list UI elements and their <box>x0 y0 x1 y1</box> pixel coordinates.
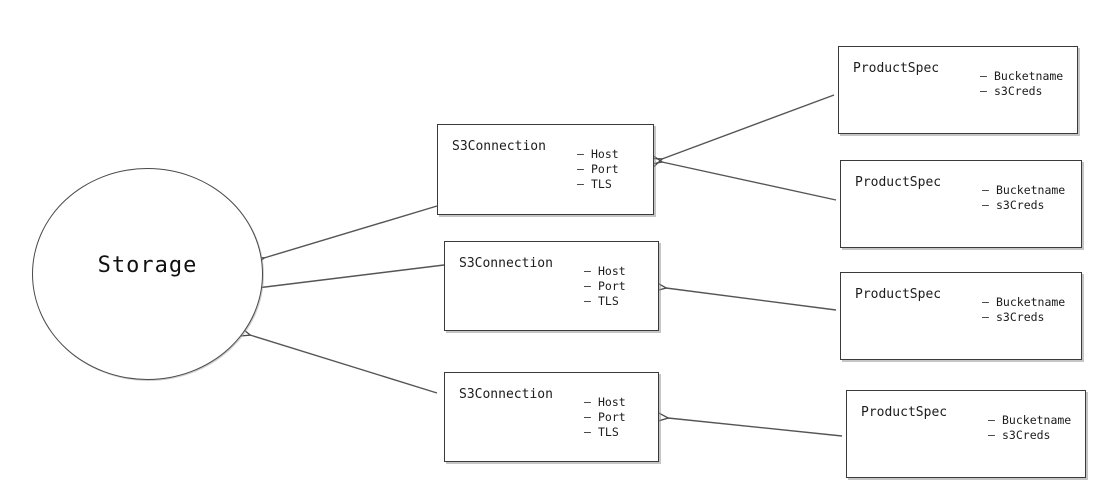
dash-glyph: – <box>982 310 989 324</box>
dash-glyph: – <box>577 162 584 176</box>
spec-2-fields: –Bucketname –s3Creds <box>982 183 1065 213</box>
node-connection-2[interactable]: S3Connection –Host –Port –TLS <box>444 241 659 331</box>
field-row: –s3Creds <box>982 310 1065 325</box>
edge-spec2-connection1 <box>662 162 837 201</box>
field-label: Bucketname <box>994 69 1064 83</box>
spec-4-title: ProductSpec <box>861 405 948 420</box>
field-row: –Bucketname <box>982 295 1065 310</box>
connection-2-title: S3Connection <box>459 256 553 271</box>
field-label: Port <box>591 162 619 176</box>
field-label: s3Creds <box>994 84 1043 98</box>
field-row: –s3Creds <box>982 198 1065 213</box>
dash-glyph: – <box>584 395 591 409</box>
field-label: Bucketname <box>996 295 1066 309</box>
field-label: Port <box>598 410 626 424</box>
dash-glyph: – <box>584 279 591 293</box>
connection-3-title: S3Connection <box>459 387 553 402</box>
field-label: TLS <box>598 425 619 439</box>
spec-3-fields: –Bucketname –s3Creds <box>982 295 1065 325</box>
dash-glyph: – <box>980 84 987 98</box>
edge-connection1-storage <box>264 205 438 258</box>
field-row: –Port <box>584 279 626 294</box>
field-row: –Bucketname <box>982 183 1065 198</box>
edge-spec1-connection1 <box>662 94 835 159</box>
field-row: –TLS <box>584 294 626 309</box>
field-row: –s3Creds <box>980 84 1063 99</box>
field-row: –TLS <box>584 425 626 440</box>
field-label: Bucketname <box>1002 413 1072 427</box>
node-storage[interactable]: Storage <box>32 168 263 380</box>
dash-glyph: – <box>982 295 989 309</box>
spec-4-fields: –Bucketname –s3Creds <box>988 413 1071 443</box>
field-label: Host <box>598 264 626 278</box>
edge-spec4-connection3 <box>668 418 843 437</box>
storage-label: Storage <box>97 253 198 278</box>
dash-glyph: – <box>577 177 584 191</box>
dash-glyph: – <box>584 294 591 308</box>
field-row: –Bucketname <box>980 69 1063 84</box>
dash-glyph: – <box>982 183 989 197</box>
field-label: s3Creds <box>1002 428 1051 442</box>
field-row: –Host <box>577 147 619 162</box>
field-row: –Port <box>584 410 626 425</box>
dash-glyph: – <box>577 147 584 161</box>
node-spec-2[interactable]: ProductSpec –Bucketname –s3Creds <box>840 160 1082 248</box>
spec-3-title: ProductSpec <box>855 287 942 302</box>
dash-glyph: – <box>584 264 591 278</box>
spec-1-fields: –Bucketname –s3Creds <box>980 69 1063 99</box>
node-spec-4[interactable]: ProductSpec –Bucketname –s3Creds <box>846 390 1086 478</box>
connection-1-title: S3Connection <box>452 139 546 154</box>
edge-connection2-storage <box>257 264 445 288</box>
field-label: Bucketname <box>996 183 1066 197</box>
field-label: TLS <box>598 294 619 308</box>
connection-2-fields: –Host –Port –TLS <box>584 264 626 309</box>
node-connection-3[interactable]: S3Connection –Host –Port –TLS <box>444 372 659 462</box>
field-label: Host <box>591 147 619 161</box>
field-row: –TLS <box>577 177 619 192</box>
field-label: s3Creds <box>996 198 1045 212</box>
field-row: –Port <box>577 162 619 177</box>
node-spec-3[interactable]: ProductSpec –Bucketname –s3Creds <box>840 272 1082 360</box>
dash-glyph: – <box>988 413 995 427</box>
spec-2-title: ProductSpec <box>855 175 942 190</box>
dash-glyph: – <box>584 425 591 439</box>
dash-glyph: – <box>982 198 989 212</box>
field-row: –Host <box>584 395 626 410</box>
dash-glyph: – <box>584 410 591 424</box>
field-label: Port <box>598 279 626 293</box>
edge-spec3-connection2 <box>666 288 837 311</box>
node-spec-1[interactable]: ProductSpec –Bucketname –s3Creds <box>838 46 1078 134</box>
field-label: s3Creds <box>996 310 1045 324</box>
dash-glyph: – <box>980 69 987 83</box>
dash-glyph: – <box>988 428 995 442</box>
field-row: –s3Creds <box>988 428 1071 443</box>
connection-3-fields: –Host –Port –TLS <box>584 395 626 440</box>
field-row: –Bucketname <box>988 413 1071 428</box>
node-connection-1[interactable]: S3Connection –Host –Port –TLS <box>437 124 654 215</box>
edge-connection3-storage <box>250 335 438 394</box>
field-row: –Host <box>584 264 626 279</box>
field-label: TLS <box>591 177 612 191</box>
field-label: Host <box>598 395 626 409</box>
spec-1-title: ProductSpec <box>853 61 940 76</box>
connection-1-fields: –Host –Port –TLS <box>577 147 619 192</box>
